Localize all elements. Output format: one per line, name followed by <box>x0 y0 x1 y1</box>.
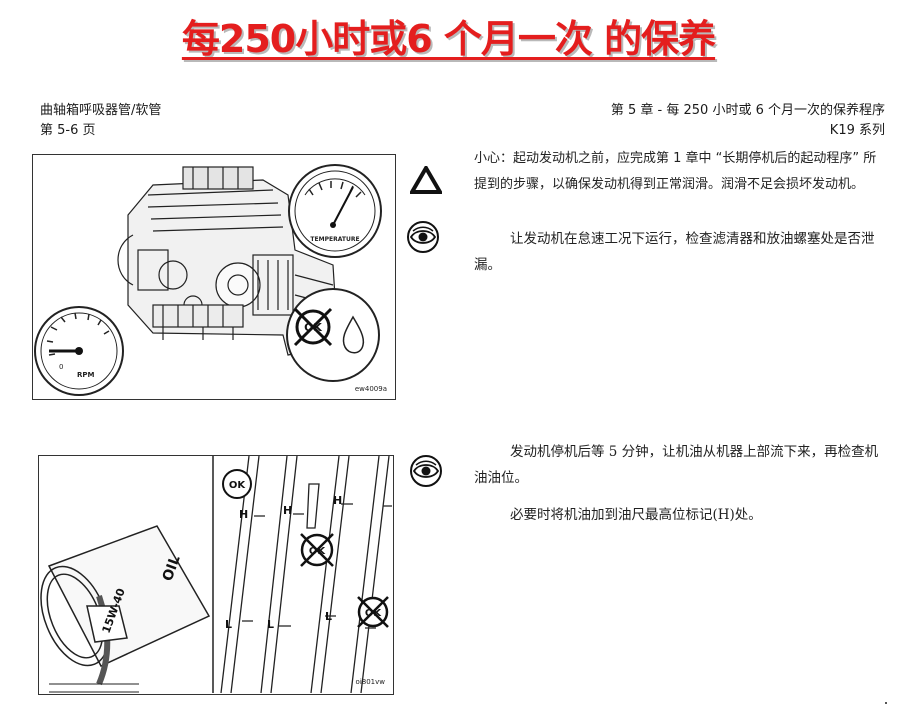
figure-code: oi801vw <box>356 678 386 686</box>
dipstick-mark-high: H <box>333 494 342 507</box>
caution-text: 小心：起动发动机之前，应完成第 1 章中 “长期停机后的起动程序” 所提到的步骤… <box>474 151 877 192</box>
no-ok-drop-icon <box>286 288 380 382</box>
header-left: 曲轴箱呼吸器管/软管 第 5-6 页 <box>40 101 161 141</box>
engine-figure: TEMPERATURE 0 RPM OK ew4009a <box>32 154 396 400</box>
header-right: 第 5 章 - 每 250 小时或 6 个月一次的保养程序 K19 系列 <box>611 101 885 141</box>
warning-triangle-icon <box>410 166 442 194</box>
inspect-eye-icon <box>410 455 442 487</box>
wait-check-text: 发动机停机后等 5 分钟，让机油从机器上部流下来，再检查机油油位。 <box>474 444 879 486</box>
tachometer-icon <box>34 306 124 396</box>
corner-mark <box>885 702 887 704</box>
fill-note-text: 必要时将机油加到油尺最高位标记(H)处。 <box>510 507 762 523</box>
engine-illustration: TEMPERATURE 0 RPM OK ew4009a <box>34 164 387 396</box>
dipstick-mark-high: H <box>283 504 292 517</box>
ok-symbol: OK <box>309 546 327 557</box>
idle-check-text: 让发动机在怠速工况下运行，检查滤清器和放油螺塞处是否泄漏。 <box>474 231 875 273</box>
ok-symbol: OK <box>229 480 247 491</box>
ok-symbol: OK <box>365 608 383 619</box>
temperature-gauge-icon <box>288 164 382 258</box>
dipstick-icon <box>220 455 392 694</box>
inspect-eye-icon <box>407 221 439 253</box>
ok-symbol: OK <box>304 321 322 334</box>
no-ok-icon <box>357 596 389 628</box>
dipstick-mark-low: L <box>225 618 232 631</box>
temperature-gauge-label: TEMPERATURE <box>310 236 359 243</box>
page-number: 第 5-6 页 <box>40 123 96 138</box>
dipstick-mark-low: L <box>267 618 274 631</box>
figure-code: ew4009a <box>355 385 387 393</box>
oil-can-icon <box>40 525 211 693</box>
tachometer-label: RPM <box>77 371 95 379</box>
oil-level-figure: 15W-40 OIL H L H L H L OK <box>38 455 394 695</box>
page-title: 每250小时或6 个月一次 的保养 <box>181 17 716 61</box>
chapter-title: 第 5 章 - 每 250 小时或 6 个月一次的保养程序 <box>610 103 885 118</box>
no-ok-icon <box>300 533 334 567</box>
section-title: 曲轴箱呼吸器管/软管 <box>40 103 162 118</box>
tachometer-zero: 0 <box>59 363 63 371</box>
series-label: K19 系列 <box>829 123 885 138</box>
oil-level-illustration: 15W-40 OIL H L H L H L OK <box>40 455 392 694</box>
ok-icon <box>222 469 252 499</box>
dipstick-mark-high: H <box>239 508 248 521</box>
dipstick-mark-low: L <box>325 610 332 623</box>
